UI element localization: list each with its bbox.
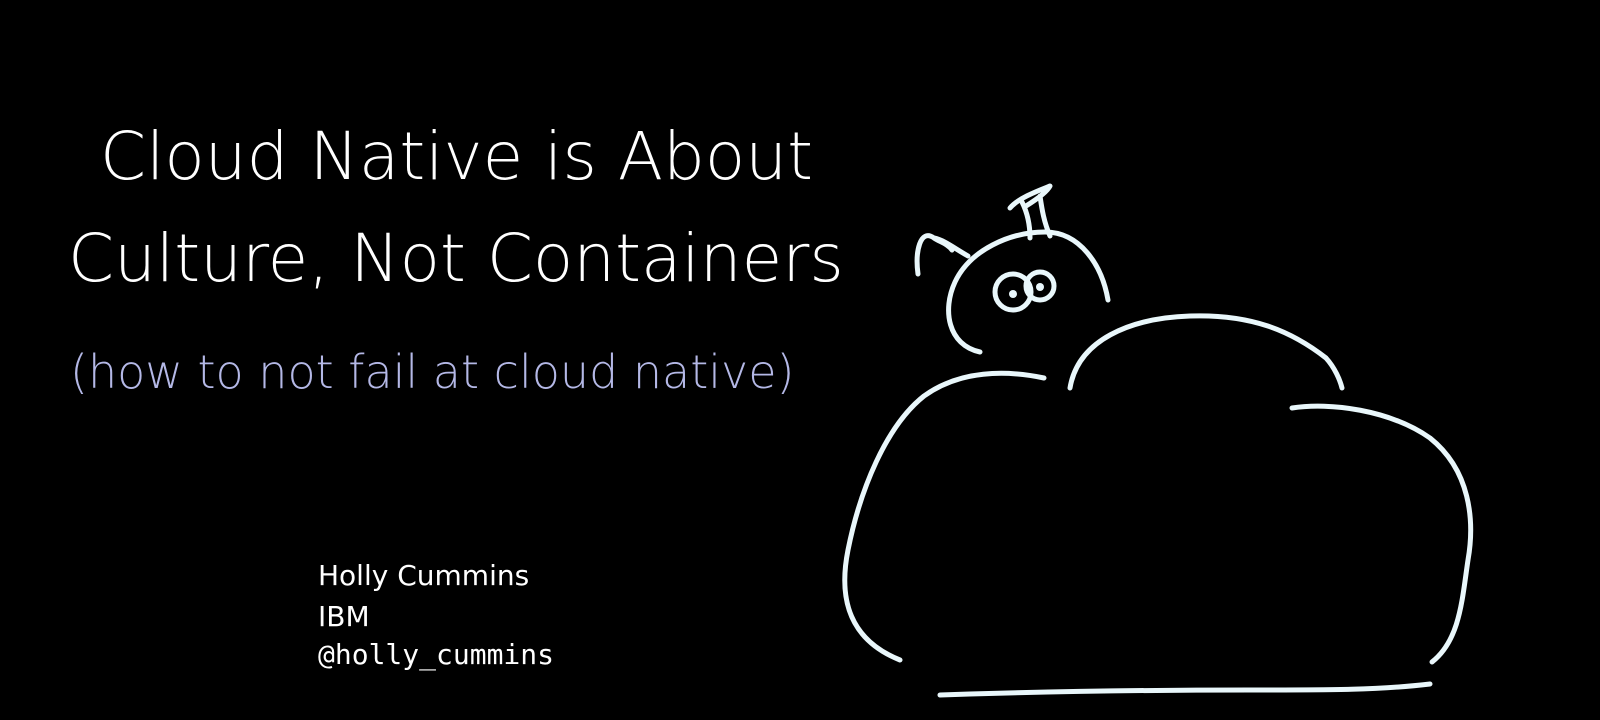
slide-title-line-2: Culture, Not Containers bbox=[68, 220, 844, 297]
cloud-top-bump bbox=[1067, 313, 1345, 391]
creature-body bbox=[946, 229, 1111, 355]
creature-right-eye bbox=[1023, 269, 1057, 303]
creature-right-antenna bbox=[1007, 183, 1053, 241]
author-organization: IBM bbox=[318, 600, 370, 633]
cloud-left-bump bbox=[842, 370, 1047, 663]
creature-left-antenna bbox=[914, 233, 971, 277]
creature-left-pupil bbox=[1009, 290, 1017, 298]
slide-subtitle: (how to not fail at cloud native) bbox=[70, 345, 795, 399]
cloud-bottom bbox=[937, 681, 1433, 698]
cloud-creature-icon bbox=[842, 183, 1474, 698]
slide-title-line-1: Cloud Native is About bbox=[100, 118, 814, 195]
creature-right-pupil bbox=[1036, 283, 1044, 291]
creature-left-eye bbox=[992, 271, 1034, 313]
cloud-right-bump bbox=[1289, 403, 1474, 665]
author-handle: @holly_cummins bbox=[318, 638, 555, 671]
author-name: Holly Cummins bbox=[318, 559, 530, 592]
